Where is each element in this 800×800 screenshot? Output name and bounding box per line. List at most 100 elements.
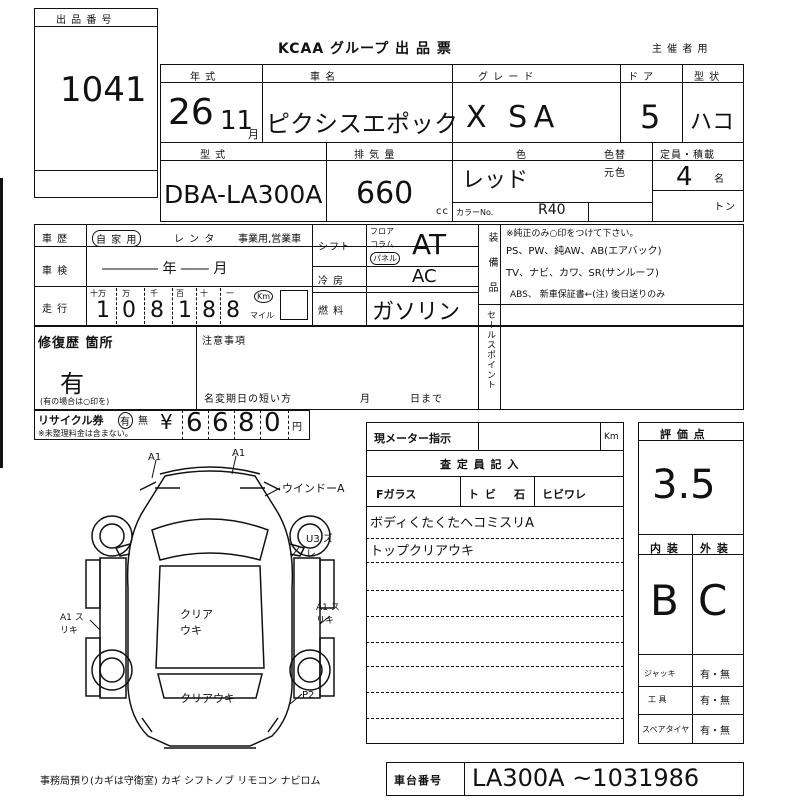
mileage-label: 走 行: [42, 304, 69, 315]
sales-point-label: セールスポイント: [485, 310, 495, 390]
exterior-label: 外 装: [700, 542, 729, 555]
lot-number-box: [34, 8, 158, 198]
diagram-note-wiper: ウインドーA: [282, 482, 345, 495]
mileage-digit: 0: [122, 298, 136, 323]
glass-option-stone[interactable]: 石: [514, 488, 526, 501]
recycle-digit: 6: [186, 408, 203, 438]
diagram-note-u3: U3 ズレ: [306, 534, 333, 560]
car-name-label: 車 名: [310, 72, 337, 83]
color-change-label: 色替: [604, 150, 626, 161]
car-damage-diagram: [85, 455, 335, 749]
original-color-label: 元色: [604, 168, 626, 179]
shift-floor[interactable]: フロア: [370, 227, 394, 236]
inspector-box: [366, 422, 624, 744]
history-business[interactable]: 事業用,営業車: [238, 234, 302, 245]
keys-note: 事務局預り(カギは守衛室) カギ シフトノブ リモコン ナビロム: [40, 776, 321, 787]
recycle-unit: 円: [292, 422, 303, 433]
door-value: 5: [640, 98, 661, 136]
mile-option[interactable]: マイル: [250, 311, 274, 320]
mileage-digit: 8: [150, 298, 164, 323]
color-value: レッド: [462, 168, 529, 193]
diagram-note-p2: P2: [302, 690, 315, 701]
recycle-none[interactable]: 無: [138, 416, 149, 427]
mileage-grid: 十万 万 千 百 十 一 1 0 8 1 8 8: [90, 288, 240, 324]
equipment-label: 装 備 品: [486, 232, 497, 299]
chassis-number-box: [386, 762, 744, 796]
year-label: 年 式: [190, 72, 217, 83]
inspector-entry-label: 査 定 員 記 入: [440, 458, 520, 471]
color-number-value: R40: [538, 202, 566, 218]
capacity-label: 定員・積載: [660, 150, 715, 161]
km-option[interactable]: Km: [254, 290, 274, 303]
front-glass-label: Fガラス: [376, 488, 417, 501]
tools-options[interactable]: 有・無: [700, 696, 730, 707]
interior-value: B: [650, 576, 679, 625]
exterior-value: C: [698, 576, 728, 625]
grade-label: グ レ ー ド: [478, 72, 535, 83]
deadline-day: 日まで: [410, 394, 443, 405]
year-value: 26: [168, 92, 214, 133]
equipment-note: ※純正のみ○印をつけて下さい。: [506, 229, 639, 239]
inspection-value: ―――― 年 ―― 月: [102, 261, 228, 277]
capacity-unit: 名: [714, 174, 725, 185]
spare-tire-options[interactable]: 有・無: [700, 726, 730, 737]
lot-number-value: 1041: [60, 70, 147, 110]
mileage-digit: 8: [226, 298, 240, 323]
diagram-note-a1-front-right: A1: [232, 448, 246, 459]
fuel-label: 燃 料: [318, 306, 345, 317]
equipment-line-1: PS、PW、純AW、AB(エアバック): [506, 246, 662, 257]
shift-column[interactable]: コラム: [370, 240, 394, 249]
inspector-note-1: ボディくたくたヘコミスリA: [370, 516, 534, 531]
meter-label: 現メーター指示: [374, 432, 451, 445]
recycle-label: リサイクル券: [38, 414, 104, 427]
door-label: ド ア: [628, 72, 655, 83]
history-table: [34, 224, 744, 326]
recycle-digit: 8: [238, 408, 255, 438]
recycle-has[interactable]: 有: [118, 412, 133, 429]
scan-edge-mark: [0, 178, 3, 468]
organizer-label: 主 催 者 用: [652, 44, 709, 55]
recycle-digit: 6: [212, 408, 229, 438]
meter-unit: Km: [604, 432, 619, 442]
interior-label: 内 装: [650, 542, 679, 555]
fuel-value: ガソリン: [372, 300, 461, 325]
history-label: 車 歴: [42, 234, 69, 245]
jack-options[interactable]: 有・無: [700, 670, 730, 681]
tools-label: 工 具: [648, 695, 667, 704]
glass-option-chip[interactable]: ト ビ: [468, 488, 497, 501]
rating-label: 評 価 点: [660, 428, 706, 441]
mileage-digit: 8: [202, 298, 216, 323]
diagram-note-left: A1 スリキ: [60, 613, 84, 636]
equipment-line-3: ABS、 新車保証書←(注) 後日送りのみ: [510, 290, 666, 300]
shape-value: ハコ: [690, 110, 735, 135]
ton-unit: トン: [714, 202, 736, 213]
mileage-digit: 1: [178, 298, 192, 323]
repair-value: 有: [60, 370, 84, 398]
shift-value: AT: [412, 228, 447, 261]
rating-value: 3.5: [652, 462, 716, 508]
equipment-line-2: TV、ナビ、カワ、SR(サンルーフ): [506, 268, 659, 279]
color-label: 色: [516, 150, 527, 161]
jack-label: ジャッキ: [644, 669, 676, 678]
chassis-value: LA300A ~1031986: [472, 764, 700, 792]
diagram-note-rear: クリアウキ: [180, 692, 235, 705]
shift-label: シフト: [318, 242, 351, 253]
mile-checkbox[interactable]: [280, 290, 308, 320]
inspection-label: 車 検: [42, 266, 69, 277]
ac-label: 冷 房: [318, 276, 345, 287]
mileage-digit: 1: [96, 298, 110, 323]
car-name-value: ピクシスエポック: [266, 110, 458, 138]
recycle-row: [34, 410, 310, 440]
shape-label: 型 状: [694, 72, 721, 83]
shift-panel[interactable]: パネル: [370, 252, 400, 265]
history-private[interactable]: 自 家 用: [92, 230, 142, 247]
recycle-note: ※未整理料金は含まない。: [38, 429, 133, 438]
capacity-value: 4: [676, 162, 693, 192]
inspector-note-2: トップクリアウキ: [370, 544, 475, 559]
glass-option-crack[interactable]: ヒビワレ: [542, 488, 586, 501]
ac-value: AC: [412, 266, 437, 287]
deadline-month: 月: [360, 394, 371, 405]
displacement-value: 660: [356, 176, 414, 211]
displacement-unit: cc: [436, 206, 449, 217]
history-rental[interactable]: レ ン タ: [174, 234, 216, 245]
